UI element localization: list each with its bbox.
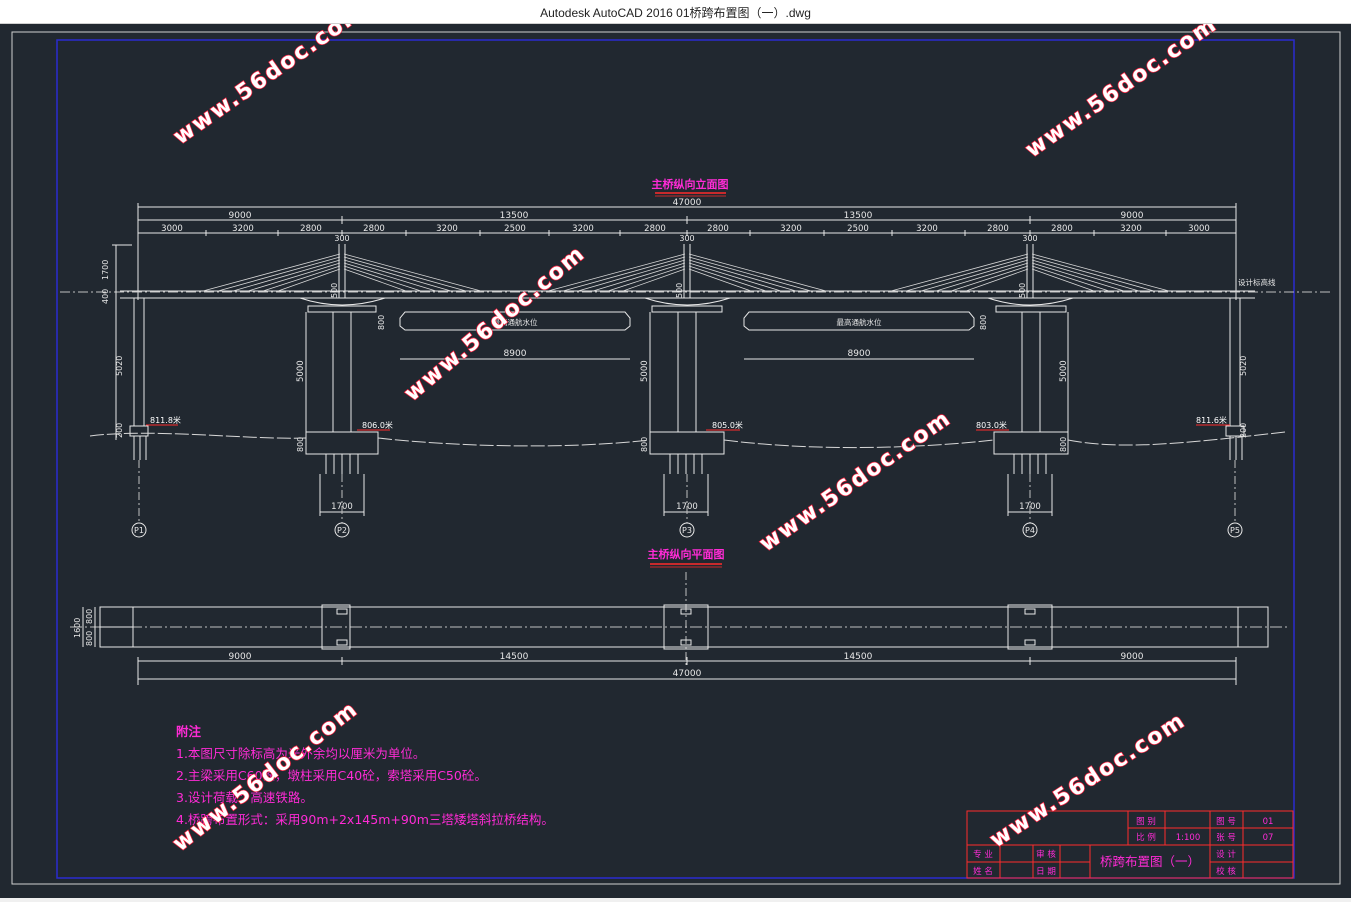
tb-drawing-type: 图 别: [1136, 817, 1156, 827]
plan-title: 主桥纵向平面图: [648, 547, 725, 561]
plan-width-half-2: 800: [85, 631, 94, 646]
water-level-1: 最高通航水位: [493, 317, 538, 327]
seg-1: 3000: [161, 224, 183, 234]
pier-height-3: 5000: [1059, 360, 1069, 382]
seg-14: 2800: [1051, 224, 1073, 234]
notes: 附注 1.本图尺寸除标高为米外余均以厘米为单位。 2.主梁采用C60砼，墩柱采用…: [176, 724, 554, 827]
title-block: [966, 810, 1294, 879]
tower-dim-2: 500: [675, 283, 684, 298]
seg-4: 2800: [363, 224, 385, 234]
pier-label-3: P3: [682, 526, 692, 535]
cap-height-1: 800: [296, 437, 305, 452]
left-dim-400: 400: [101, 289, 110, 304]
elevation-p5: 811.6米: [1196, 415, 1227, 425]
nav-width-1: 8900: [504, 349, 527, 359]
tower-dim-3: 500: [1018, 283, 1027, 298]
notes-title: 附注: [176, 724, 202, 739]
pier-label-5: P5: [1230, 526, 1240, 535]
elevation-p1: 811.8米: [150, 415, 181, 425]
tower-width-2: 300: [679, 234, 694, 243]
plan-span-4: 9000: [1121, 652, 1144, 662]
pier-height-2: 5000: [640, 360, 650, 382]
tb-date: 日 期: [1036, 867, 1056, 877]
tb-name: 姓 名: [973, 866, 993, 877]
watermark-6: www.56doc.com: [986, 708, 1191, 853]
dim-span-3: 13500: [844, 211, 873, 221]
plan-width-half-1: 800: [85, 609, 94, 624]
right-dim-5020: 5020: [1239, 356, 1248, 376]
elevation-p4: 803.0米: [976, 420, 1007, 430]
tb-sheet-label: 张 号: [1216, 833, 1236, 843]
note-2: 2.主梁采用C60砼，墩柱采用C40砼，索塔采用C50砼。: [176, 768, 487, 783]
seg-8: 2800: [644, 224, 666, 234]
left-dim-1700: 1700: [101, 260, 110, 280]
tb-drawing-name: 桥跨布置图（一）: [1100, 854, 1200, 869]
nav-width-2: 8900: [848, 349, 871, 359]
watermark-4: www.56doc.com: [755, 406, 956, 557]
design-line-label: 设计标高线: [1238, 277, 1276, 287]
cap-height-3: 800: [1059, 437, 1068, 452]
pier-label-1: P1: [134, 526, 144, 535]
note-3: 3.设计荷载：高速铁路。: [176, 790, 313, 805]
elevation-view: 主桥纵向立面图 47000 9000 13500 13500 9000 3000…: [60, 177, 1330, 538]
dim-span-4: 9000: [1121, 211, 1144, 221]
seg-5: 3200: [436, 224, 458, 234]
tb-major: 专 业: [973, 849, 993, 860]
plan-span-1: 9000: [229, 652, 252, 662]
left-dim-5020: 5020: [115, 356, 124, 376]
seg-13: 2800: [987, 224, 1009, 234]
tb-design: 设 计: [1216, 849, 1236, 860]
pier-label-4: P4: [1025, 526, 1035, 535]
tb-drawing-no: 01: [1263, 817, 1274, 827]
outer-frame: [11, 31, 1341, 885]
plan-span-3: 14500: [844, 652, 873, 662]
inner-frame: [56, 39, 1295, 879]
seg-16: 3000: [1188, 224, 1210, 234]
plan-total: 47000: [673, 669, 702, 679]
window-titlebar[interactable]: Autodesk AutoCAD 2016 01桥跨布置图（一）.dwg: [0, 0, 1351, 24]
seg-12: 3200: [916, 224, 938, 234]
elevation-p3: 805.0米: [712, 420, 743, 430]
elevation-p2: 806.0米: [362, 420, 393, 430]
tower-dim-1: 500: [330, 283, 339, 298]
dim-span-1: 9000: [229, 211, 252, 221]
tb-sheet-no: 07: [1263, 833, 1274, 843]
watermark-3: www.56doc.com: [400, 241, 591, 407]
watermark-1: www.56doc.com: [169, 24, 370, 150]
dim-total-top: 47000: [673, 198, 702, 208]
cap-height-2: 800: [640, 437, 649, 452]
note-4: 4.桥跨布置形式：采用90m+2x145m+90m三塔矮塔斜拉桥结构。: [176, 812, 554, 827]
seg-10: 3200: [780, 224, 802, 234]
plan-view: 主桥纵向平面图 1600 800 800 9000 14500 14500 90…: [70, 547, 1290, 685]
plan-span-2: 14500: [500, 652, 529, 662]
tb-review: 审 核: [1036, 849, 1056, 860]
beam-depth-1: 800: [377, 315, 386, 330]
seg-9: 2800: [707, 224, 729, 234]
dim-span-2: 13500: [500, 211, 529, 221]
seg-15: 3200: [1120, 224, 1142, 234]
watermark-2: www.56doc.com: [1021, 24, 1222, 163]
elevation-title: 主桥纵向立面图: [652, 177, 729, 191]
seg-11: 2500: [847, 224, 869, 234]
seg-3: 2800: [300, 224, 322, 234]
pier-label-2: P2: [337, 526, 347, 535]
plan-width-total: 1600: [73, 618, 82, 638]
seg-2: 3200: [232, 224, 254, 234]
tower-width-1: 300: [334, 234, 349, 243]
window-title: Autodesk AutoCAD 2016 01桥跨布置图（一）.dwg: [540, 6, 811, 20]
right-dim-200: 200: [1239, 423, 1248, 438]
tb-scale-label: 比 例: [1136, 832, 1156, 843]
water-level-2: 最高通航水位: [837, 317, 882, 327]
tb-drawing-no-label: 图 号: [1216, 817, 1236, 827]
tower-width-3: 300: [1022, 234, 1037, 243]
pier-height-1: 5000: [296, 360, 306, 382]
beam-depth-2: 800: [979, 315, 988, 330]
note-1: 1.本图尺寸除标高为米外余均以厘米为单位。: [176, 746, 425, 761]
left-dim-200: 200: [115, 423, 124, 438]
tb-check: 校 核: [1216, 866, 1236, 877]
tb-scale-value: 1:100: [1176, 833, 1201, 843]
seg-6: 2500: [504, 224, 526, 234]
seg-7: 3200: [572, 224, 594, 234]
